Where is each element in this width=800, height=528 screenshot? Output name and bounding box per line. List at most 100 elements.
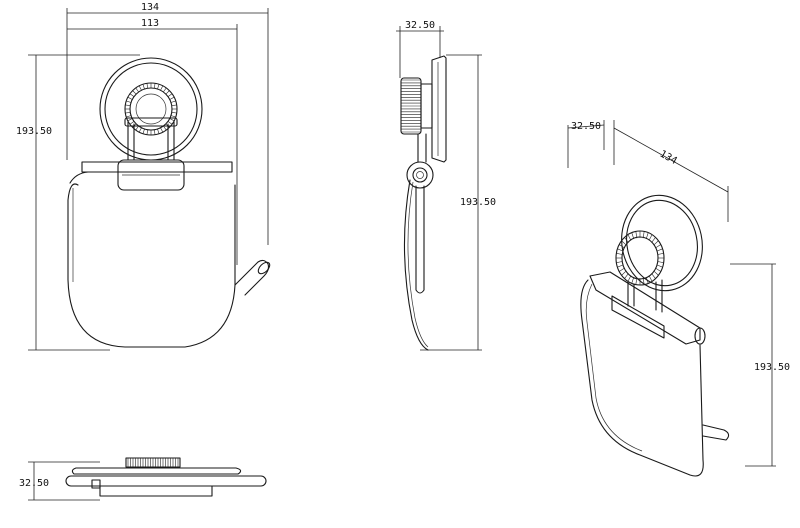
- knurl-tick: [127, 118, 133, 122]
- iso-bracket-arms: [627, 279, 663, 313]
- bottom-cover: [99, 485, 213, 497]
- knurl-tick: [621, 240, 627, 246]
- hinge-block: [117, 159, 185, 191]
- dim-label-iso-193: 193.50: [754, 362, 790, 373]
- knurl-tick: [631, 276, 635, 284]
- spindle-end: [257, 261, 271, 275]
- knurl-tick: [171, 111, 177, 114]
- knob-knurling: [125, 83, 177, 135]
- knurl-tick: [165, 90, 170, 95]
- knurl-tick: [651, 273, 656, 279]
- knurl-tick: [135, 87, 139, 93]
- cover-outline: [67, 183, 236, 348]
- knob-neck: [420, 83, 433, 129]
- bracket-arms: [127, 121, 175, 161]
- hinge-circle-inner: [416, 171, 424, 179]
- knurl-tick: [624, 237, 629, 243]
- knurl-tick: [170, 115, 176, 118]
- iso-knob-outer: [615, 230, 665, 286]
- knurl-tick: [657, 253, 664, 255]
- knurl-tick: [142, 84, 145, 90]
- knurl-tick: [129, 93, 135, 97]
- knob-center: [135, 93, 167, 125]
- knurl-tick: [655, 267, 661, 272]
- knurl-tick: [651, 237, 656, 243]
- knurl-tick: [627, 275, 632, 282]
- knurl-tick: [653, 240, 659, 246]
- dim-label-side-32: 32.50: [405, 20, 435, 31]
- iso-cover-outline: [580, 279, 704, 477]
- knurl-tick: [616, 261, 623, 263]
- isometric-view: 32.50 134 193.50: [567, 120, 790, 477]
- knurl-tick: [157, 128, 160, 134]
- dim-line-iso-32: [567, 124, 605, 129]
- knurl-tick: [170, 100, 176, 103]
- knurl-tick: [645, 276, 649, 284]
- knurl-tick: [656, 264, 663, 268]
- knurl-tick: [642, 277, 645, 285]
- suction-cup-rim: [104, 62, 198, 156]
- dim-label-iso-134: 134: [658, 149, 679, 167]
- knurl-tick: [645, 232, 649, 240]
- knurl-tick: [171, 104, 177, 107]
- cover-top-curve: [69, 171, 89, 184]
- knurl-tick: [125, 111, 131, 114]
- dim-label-front-113: 113: [141, 18, 159, 29]
- knurl-tick: [153, 83, 156, 89]
- knurl-tick: [655, 244, 661, 249]
- knurl-tick: [157, 84, 160, 90]
- knurl-tick: [653, 270, 659, 276]
- knurl-tick: [146, 129, 149, 135]
- knurl-tick: [617, 264, 624, 268]
- knurl-tick: [621, 270, 627, 276]
- knurl-tick: [125, 104, 131, 107]
- knurl-tick: [619, 267, 625, 272]
- knurl-tick: [129, 121, 135, 125]
- knurl-tick: [153, 129, 156, 135]
- dim-label-side-193: 193.50: [460, 197, 496, 208]
- side-cover-inner: [407, 181, 429, 348]
- knob-side-knurling: [401, 79, 421, 133]
- suction-cup-outer: [99, 57, 203, 161]
- knurl-tick: [160, 127, 164, 133]
- bottom-view: 32.50: [19, 457, 267, 501]
- dim-label-front-193: 193.50: [16, 126, 52, 137]
- front-view: 134 113 193.50: [16, 2, 271, 351]
- roll-spindle: [234, 259, 270, 296]
- knurl-tick: [616, 253, 623, 255]
- side-bracket: [417, 133, 427, 163]
- bottom-clip: [91, 479, 101, 489]
- hinge-circle-outer: [406, 161, 434, 189]
- iso-knob-inner: [621, 236, 659, 280]
- knurl-tick: [648, 275, 653, 282]
- knurl-tick: [635, 231, 638, 239]
- knurl-tick: [135, 125, 139, 131]
- knurl-tick: [160, 85, 164, 91]
- iso-hinge-end: [694, 327, 706, 345]
- iso-spindle: [702, 424, 730, 441]
- iso-hinge-bar: [589, 271, 701, 345]
- knurl-tick: [657, 261, 664, 263]
- knurl-tick: [126, 115, 132, 118]
- knurl-tick: [169, 96, 175, 100]
- knurl-tick: [619, 244, 625, 249]
- side-cover-outer: [403, 179, 429, 351]
- iso-suction-rim: [626, 199, 698, 287]
- bottom-knob-knurling: [127, 458, 179, 467]
- hinge-bar: [81, 161, 233, 173]
- knurl-tick: [126, 100, 132, 103]
- dim-label-front-134: 134: [141, 2, 159, 13]
- dim-label-bottom-32: 32.50: [19, 478, 49, 489]
- knurl-tick: [169, 118, 175, 122]
- knurl-tick: [142, 128, 145, 134]
- knurl-tick: [642, 231, 645, 239]
- hinge-circle-mid: [412, 167, 428, 183]
- knurl-tick: [617, 248, 624, 252]
- suction-profile: [431, 55, 447, 163]
- knurl-tick: [635, 277, 638, 285]
- knurl-tick: [167, 93, 173, 97]
- iso-cover-edge: [585, 283, 643, 452]
- knurl-tick: [163, 125, 167, 131]
- knurl-tick: [627, 234, 632, 241]
